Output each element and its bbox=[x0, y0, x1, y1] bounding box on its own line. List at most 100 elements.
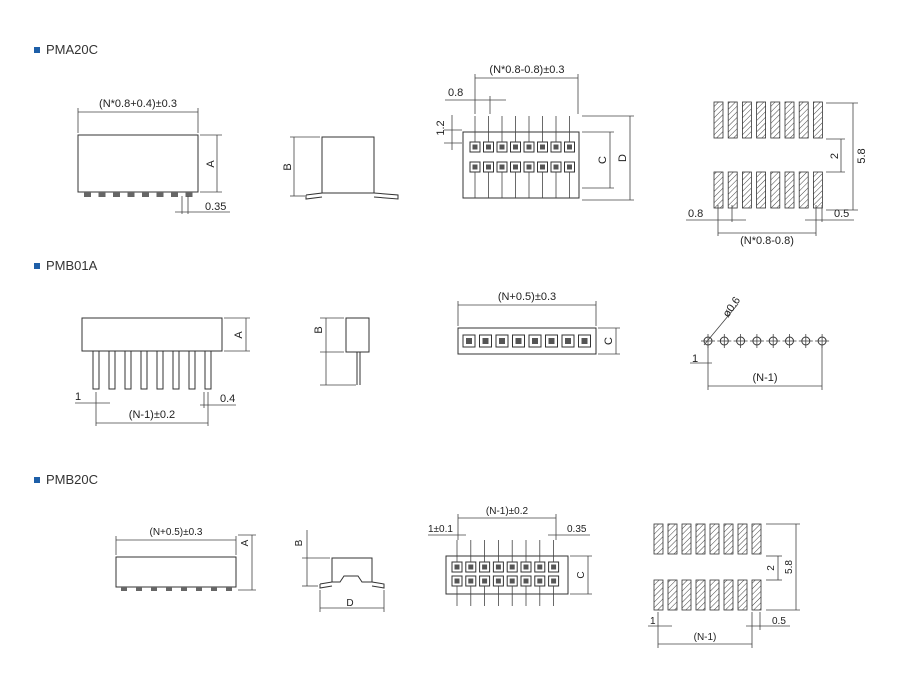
contact-cell-inner bbox=[509, 564, 515, 570]
pin-mark bbox=[121, 587, 127, 591]
pin-mark bbox=[136, 587, 142, 591]
contact-cell-inner bbox=[548, 338, 555, 344]
dim-label: 0.5 bbox=[834, 208, 849, 220]
contact-cell-inner bbox=[553, 164, 559, 170]
section-title-text: PMA20C bbox=[46, 42, 99, 57]
contact-cell-inner bbox=[532, 338, 538, 344]
contact-cell-inner bbox=[551, 578, 557, 584]
pmb01a-pcb-layout: ø0.6 1 (N-1) bbox=[690, 295, 830, 390]
pcb-pad bbox=[737, 523, 748, 555]
pcb-pad bbox=[798, 171, 809, 209]
contact-cell-inner bbox=[454, 578, 460, 584]
dim-label: 0.4 bbox=[220, 393, 235, 405]
contact-cell-inner bbox=[499, 338, 505, 344]
dim-label: 1 bbox=[75, 391, 81, 403]
pin-mark bbox=[151, 587, 157, 591]
section-title-text: PMB20C bbox=[46, 472, 99, 487]
dim-label: (N-1)±0.2 bbox=[129, 409, 175, 421]
pin-mark bbox=[188, 350, 196, 390]
pcb-pad bbox=[737, 579, 748, 611]
dim-label: 0.35 bbox=[567, 524, 587, 535]
bullet-icon bbox=[34, 262, 40, 269]
contact-cell-inner bbox=[482, 578, 488, 584]
dim-label: ø0.6 bbox=[721, 295, 743, 320]
dim-label: C bbox=[597, 156, 609, 164]
dim-label: B bbox=[313, 326, 325, 333]
pcb-pad bbox=[681, 523, 692, 555]
dim-label: 1±0.1 bbox=[428, 524, 453, 535]
contact-cell-inner bbox=[523, 564, 529, 570]
contact-cell-inner bbox=[513, 164, 518, 170]
dim-label: (N-1)±0.2 bbox=[486, 506, 529, 517]
dim-label: 5.8 bbox=[856, 148, 868, 163]
contact-cell-inner bbox=[509, 578, 515, 584]
contact-cell-inner bbox=[526, 164, 532, 170]
pcb-pad bbox=[695, 579, 706, 611]
contact-cell-inner bbox=[486, 144, 491, 150]
dim-label: 0.8 bbox=[448, 87, 463, 99]
pcb-pad bbox=[756, 171, 766, 209]
dim-label: (N*0.8-0.8) bbox=[740, 235, 794, 247]
pin-mark bbox=[181, 587, 187, 591]
pcb-pad bbox=[667, 523, 678, 555]
contact-cell-inner bbox=[551, 564, 557, 570]
pin-mark bbox=[166, 587, 172, 591]
contact-cell-inner bbox=[454, 564, 460, 570]
pcb-pad bbox=[742, 101, 752, 139]
dim-label: 1 bbox=[692, 353, 698, 365]
pin-mark bbox=[92, 350, 100, 390]
dim-label: C bbox=[576, 571, 587, 578]
dim-label: B bbox=[294, 539, 305, 546]
pin-mark bbox=[211, 587, 217, 591]
pin-mark bbox=[156, 350, 164, 390]
pcb-pad bbox=[770, 171, 781, 209]
pcb-pad bbox=[713, 101, 724, 139]
contact-cell-inner bbox=[565, 338, 571, 344]
dim-label: 2 bbox=[766, 565, 777, 571]
dim-label: A bbox=[240, 539, 251, 546]
section-title-pma20c: PMA20C bbox=[34, 42, 98, 57]
contact-cell-inner bbox=[472, 144, 478, 150]
pin-mark bbox=[127, 192, 135, 197]
pmb01a-side-view: B bbox=[313, 317, 370, 386]
pcb-pad bbox=[784, 101, 795, 139]
contact-cell-inner bbox=[466, 338, 472, 344]
contact-cell-inner bbox=[482, 564, 488, 570]
pmb01a-top-view: (N+0.5)±0.3 C bbox=[457, 291, 620, 355]
contact-cell-inner bbox=[468, 578, 474, 584]
pin-mark bbox=[142, 192, 149, 197]
dim-label: 5.8 bbox=[784, 560, 795, 574]
pcb-pad bbox=[709, 523, 720, 555]
dim-label: (N+0.5)±0.3 bbox=[149, 527, 202, 538]
dim-label: (N+0.5)±0.3 bbox=[498, 291, 556, 303]
pcb-pad bbox=[770, 101, 781, 139]
pin-mark bbox=[113, 192, 120, 197]
pin-mark bbox=[226, 587, 232, 591]
contact-cell-inner bbox=[567, 144, 572, 150]
pin-mark bbox=[204, 350, 212, 390]
pin-mark bbox=[124, 350, 132, 390]
pma20c-pcb-layout: 5.8 2 0.8 0.5 (N*0.8-0.8) bbox=[686, 101, 868, 247]
pin-mark bbox=[172, 350, 180, 390]
contact-cell-inner bbox=[553, 144, 559, 150]
pcb-pad bbox=[798, 101, 809, 139]
pmb20c-side-view: B D bbox=[294, 530, 385, 612]
dim-label: 0.8 bbox=[688, 208, 703, 220]
dim-label: (N-1) bbox=[694, 632, 717, 643]
dim-label: (N-1) bbox=[752, 372, 777, 384]
pma20c-top-view: (N*0.8-0.8)±0.3 0.8 1.2 C D bbox=[435, 64, 634, 201]
pmb20c-front-view: (N+0.5)±0.3 A bbox=[115, 527, 256, 591]
contact-cell-inner bbox=[537, 564, 543, 570]
section-title-text: PMB01A bbox=[46, 258, 98, 273]
contact-cell-inner bbox=[495, 564, 501, 570]
pin-mark bbox=[84, 192, 91, 197]
dim-label: 1.2 bbox=[435, 120, 447, 135]
dim-label: (N*0.8-0.8)±0.3 bbox=[489, 64, 564, 76]
contact-cell-inner bbox=[468, 564, 474, 570]
bullet-icon bbox=[34, 476, 40, 483]
contact-cell-inner bbox=[499, 164, 505, 170]
pcb-pad bbox=[751, 579, 762, 611]
contact-cell-inner bbox=[499, 144, 505, 150]
dim-label: D bbox=[617, 154, 629, 162]
